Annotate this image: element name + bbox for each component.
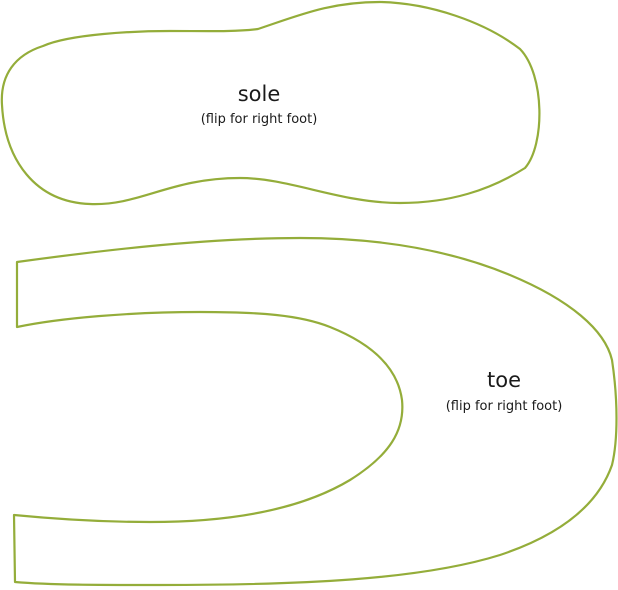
sole-note: (flip for right foot): [201, 112, 318, 127]
toe-title: toe: [487, 368, 521, 392]
sole-outline: [0, 0, 541, 206]
toe-piece: toe (flip for right foot): [12, 236, 618, 587]
sole-title: sole: [238, 82, 281, 106]
sole-piece: sole (flip for right foot): [0, 0, 541, 206]
toe-note: (flip for right foot): [446, 399, 563, 414]
toe-outline: [12, 236, 618, 587]
